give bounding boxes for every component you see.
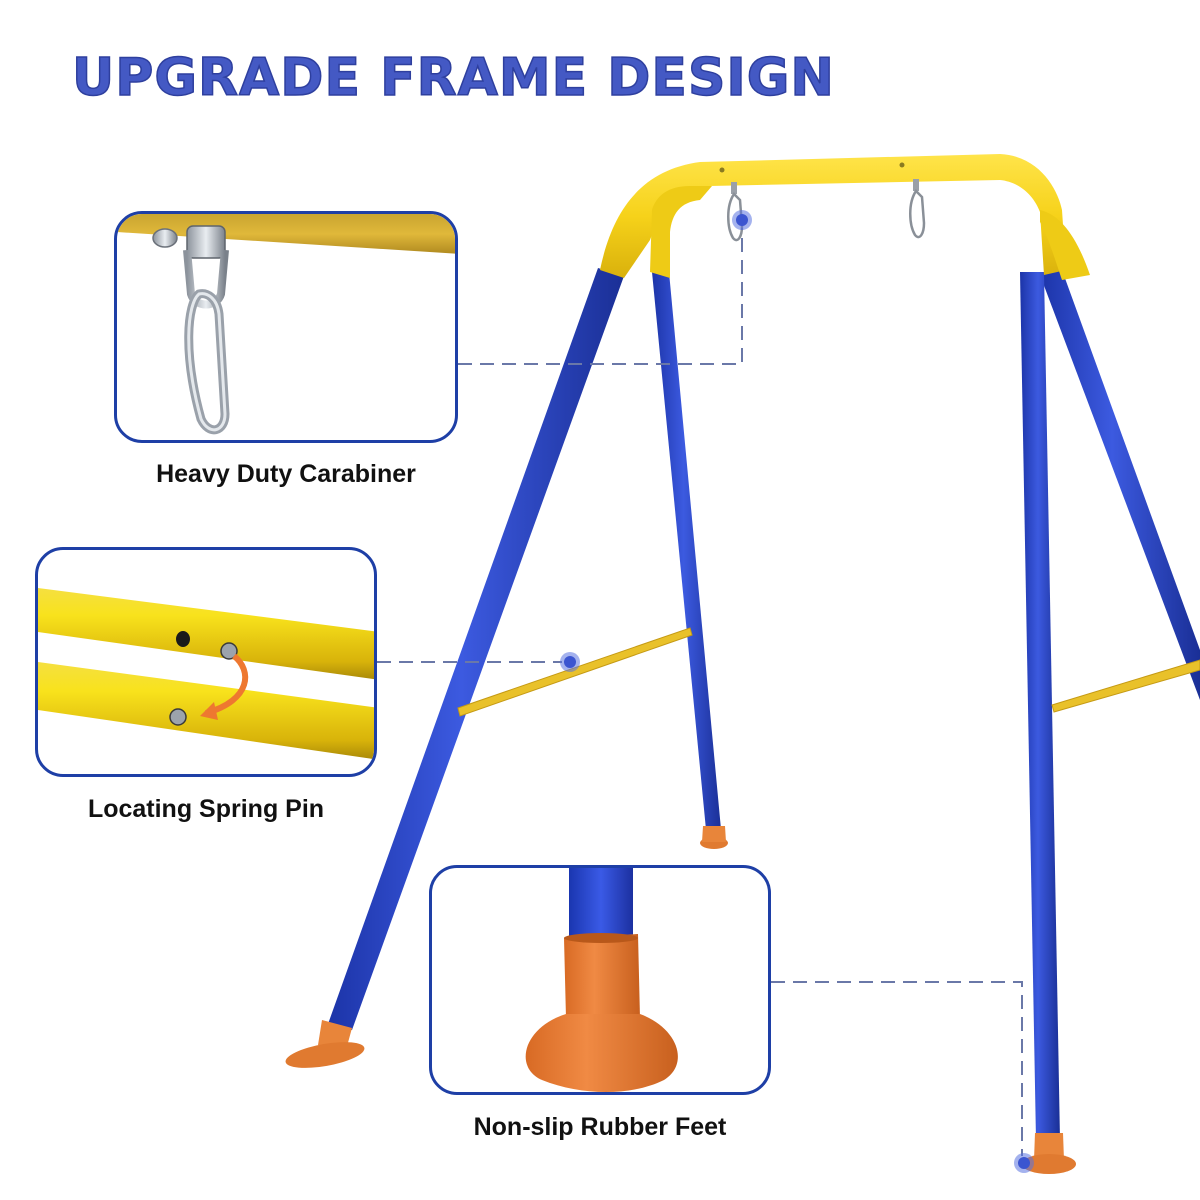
callout-box-rubber-feet <box>429 865 771 1095</box>
callout-label-spring-pin: Locating Spring Pin <box>87 795 325 823</box>
carabiner-closeup-icon <box>117 214 455 435</box>
frame-carabiner-right <box>909 179 926 239</box>
marker-dot-spring-pin <box>560 652 580 672</box>
cross-brace-right <box>1051 659 1200 713</box>
rubber-foot-closeup-icon <box>525 868 678 1092</box>
leader-line-rubber-feet <box>771 981 1023 1156</box>
callout-label-rubber-feet: Non-slip Rubber Feet <box>473 1113 727 1141</box>
leg-front-right <box>1020 272 1076 1174</box>
marker-dot-carabiner <box>732 210 752 230</box>
leg-rear-right <box>1040 270 1200 700</box>
leader-line-carabiner <box>458 228 743 365</box>
callout-box-carabiner <box>114 211 458 443</box>
callout-box-spring-pin <box>35 547 377 777</box>
marker-dot-rubber-feet <box>1014 1153 1034 1173</box>
cross-brace-left <box>457 627 693 717</box>
leg-front-left <box>285 268 624 1068</box>
headline-title: UPGRADE FRAME DESIGN <box>71 48 835 108</box>
spring-pin-closeup-icon <box>38 588 374 760</box>
callout-label-carabiner: Heavy Duty Carabiner <box>156 460 416 488</box>
leg-rear-left <box>652 272 728 849</box>
top-bar <box>600 154 1090 280</box>
